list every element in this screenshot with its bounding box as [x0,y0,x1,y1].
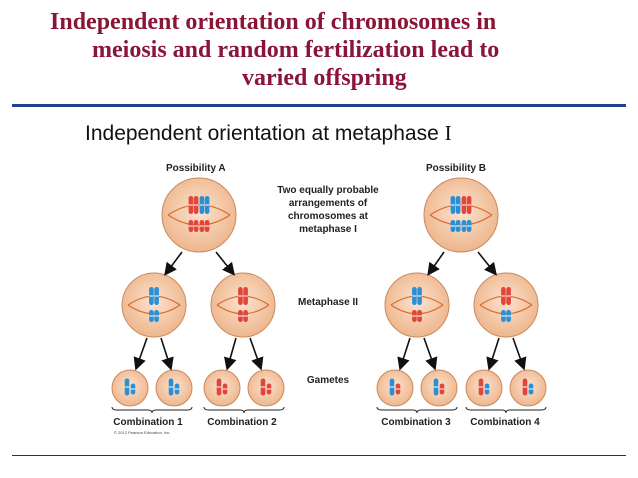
arrow-b-right [477,251,497,276]
cell-metaphase-ii-1 [121,272,187,338]
cell-metaphase-ii-4-membrane [473,272,539,338]
gamete-4a-membrane [465,369,503,407]
gamete-1b [155,369,193,407]
gamete-1a-membrane [111,369,149,407]
cell-metaphase-ii-1-membrane [121,272,187,338]
gamete-2b [247,369,285,407]
arrow-2-left [224,337,237,371]
footer-divider [12,455,626,456]
cell-metaphase-ii-2-membrane [210,272,276,338]
cell-layer [111,177,547,407]
cell-metaphase-i-a [161,177,237,253]
combination-3-label: Combination 3 [381,417,451,428]
slide-title: Independent orientation of chromosomes i… [10,8,628,92]
arrow-4-right [512,337,527,371]
cell-metaphase-ii-3-membrane [384,272,450,338]
arrow-1-left [133,337,148,371]
brace-layer [111,406,547,414]
center-note-line-2: arrangements of [289,198,368,209]
cell-metaphase-i-b-spindle [429,204,493,226]
arrow-2-right [249,337,264,371]
gamete-4a [465,369,503,407]
title-line-2: meiosis and random fertilization lead to [92,37,500,63]
subtitle-text: Independent orientation at metaphase [85,122,445,145]
gamete-3b-membrane [420,369,458,407]
arrow-4-left [486,337,500,371]
combination-4-label: Combination 4 [470,417,540,428]
brace-combination-4 [465,406,547,414]
brace-combination-3 [376,406,458,414]
cell-metaphase-ii-2 [210,272,276,338]
arrow-a-left [164,251,183,276]
cell-metaphase-i-b-membrane [423,177,499,253]
subtitle-numeral: I [444,121,452,145]
possibility-a-label: Possibility A [166,163,226,174]
brace-combination-2 [203,406,285,414]
cell-metaphase-ii-3 [384,272,450,338]
possibility-b-label: Possibility B [426,163,486,174]
arrow-1-right [160,337,174,371]
gamete-3b [420,369,458,407]
arrow-layer [133,251,527,371]
gamete-1a [111,369,149,407]
center-note-line-1: Two equally probable [277,185,379,196]
gamete-1b-membrane [155,369,193,407]
gamete-4b-membrane [509,369,547,407]
combination-2-label: Combination 2 [207,417,277,428]
cell-metaphase-i-a-spindle [167,204,231,226]
cell-metaphase-ii-1-spindle [127,295,181,315]
combination-1-label: Combination 1 [113,417,183,428]
cell-metaphase-ii-4-spindle [479,295,533,315]
title-line-1: Independent orientation of chromosomes i… [50,9,497,35]
cell-metaphase-ii-2-spindle [216,295,270,315]
gamete-4b [509,369,547,407]
center-note-line-4: metaphase I [299,224,357,235]
arrow-3-left [397,337,411,371]
arrow-a-right [215,251,235,276]
cell-metaphase-i-b [423,177,499,253]
gamete-2a-membrane [203,369,241,407]
title-line-3: varied offspring [242,65,407,91]
arrow-b-left [427,251,445,276]
gamete-2a [203,369,241,407]
gametes-label: Gametes [307,375,350,386]
gamete-2b-membrane [247,369,285,407]
cell-metaphase-ii-4 [473,272,539,338]
cell-metaphase-ii-3-spindle [390,295,444,315]
metaphase-ii-label: Metaphase II [298,297,358,308]
cell-metaphase-i-a-membrane [161,177,237,253]
arrow-3-right [423,337,438,371]
brace-combination-1 [111,406,193,414]
center-note-line-3: chromosomes at [288,211,369,222]
gamete-3a [376,369,414,407]
title-divider [12,104,626,107]
copyright-notice: © 2012 Pearson Education, Inc. [114,430,171,435]
gamete-3a-membrane [376,369,414,407]
slide-subtitle: Independent orientation at metaphase I [85,121,452,146]
